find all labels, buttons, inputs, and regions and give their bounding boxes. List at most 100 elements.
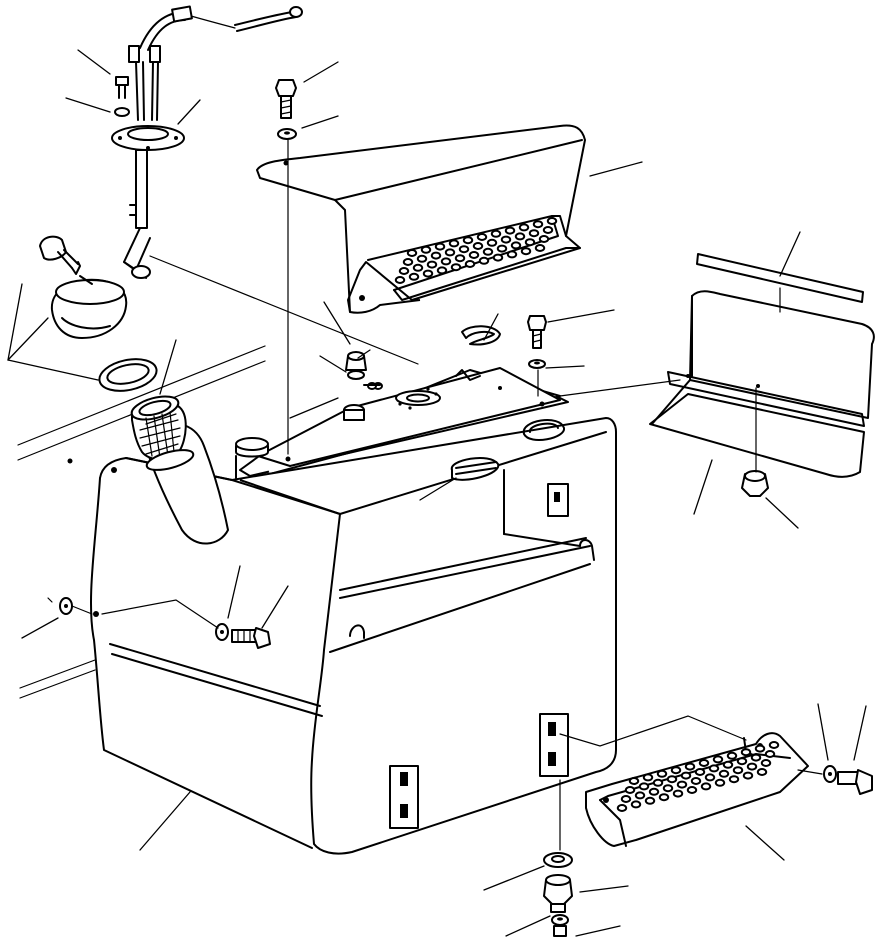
tread-hole [528, 229, 540, 238]
lower-step-tread-holes [616, 741, 780, 812]
tread-hole [408, 272, 420, 281]
filler-neck [130, 395, 229, 545]
tread-hole [422, 269, 434, 278]
tread-hole [690, 777, 702, 785]
tread-hole [412, 263, 424, 272]
filler-o-ring [98, 358, 158, 392]
hose-clip [461, 325, 501, 346]
tread-hole [430, 251, 442, 260]
tank-grommet [450, 457, 500, 481]
tread-hole [670, 766, 682, 775]
tread-hole [756, 768, 768, 776]
tread-hole [722, 760, 734, 769]
tread-hole [680, 771, 692, 780]
tread-hole [504, 226, 516, 235]
tread-hole [754, 744, 766, 753]
sender-screw [114, 76, 130, 117]
tread-hole [656, 769, 668, 778]
sender-wire [139, 5, 303, 51]
tread-hole [630, 800, 642, 809]
tread-hole [736, 757, 748, 766]
tread-hole [532, 220, 544, 229]
tread-hole [684, 762, 696, 771]
background-frame-lines [17, 345, 266, 699]
tread-hole [406, 249, 418, 257]
tread-hole [732, 766, 744, 775]
tread-hole [686, 786, 698, 794]
tread-hole [768, 741, 780, 749]
tread-hole [708, 764, 720, 773]
tread-hole [444, 248, 456, 257]
tread-hole [676, 780, 688, 789]
tread-hole [426, 260, 438, 269]
tread-hole [462, 236, 474, 245]
tread-hole [454, 254, 466, 263]
tread-hole [402, 258, 414, 266]
tread-hole [714, 778, 726, 787]
tread-hole [450, 263, 462, 272]
upper-step-bracket [256, 124, 586, 314]
tread-hole [472, 242, 484, 250]
tread-hole [440, 257, 452, 266]
tread-hole [434, 242, 446, 251]
tread-hole [616, 804, 628, 812]
fuel-tank-body [90, 417, 617, 855]
tread-hole [448, 239, 460, 248]
tread-hole [464, 260, 476, 268]
tread-hole [672, 789, 684, 798]
tread-hole [510, 241, 522, 250]
tread-hole [628, 777, 640, 785]
tread-hole [644, 796, 656, 805]
tread-hole [394, 276, 406, 284]
tread-hole [666, 775, 678, 784]
callout-leaders [7, 49, 867, 937]
assembly-centerlines [71, 139, 823, 851]
tread-hole [490, 229, 502, 238]
tread-hole [742, 771, 754, 780]
fuel-level-sender [111, 45, 185, 279]
tread-hole [524, 238, 536, 247]
tank-mount-plates [389, 483, 569, 829]
tread-hole [662, 784, 674, 793]
right-tank-bracket [649, 290, 875, 478]
tread-hole [518, 223, 530, 232]
tread-hole [638, 782, 650, 791]
tread-hole [420, 245, 432, 254]
tread-hole [700, 782, 712, 791]
tread-hole [520, 247, 532, 256]
side-bolt-and-washer [47, 597, 271, 649]
tread-hole [698, 759, 710, 767]
tread-hole [542, 226, 554, 234]
tread-hole [416, 254, 428, 263]
tread-hole [760, 759, 772, 767]
tread-hole [712, 755, 724, 764]
tread-hole [534, 244, 546, 252]
tread-hole [634, 791, 646, 800]
tread-hole [492, 253, 504, 262]
tread-hole [506, 250, 518, 259]
lower-step-bolt [823, 765, 873, 795]
tread-hole [514, 232, 526, 241]
tread-hole [436, 266, 448, 275]
tread-hole [726, 751, 738, 760]
drain-plug [543, 852, 573, 937]
tread-hole [642, 773, 654, 782]
bracket-nut [741, 470, 769, 497]
tread-hole [694, 768, 706, 776]
tread-hole [658, 793, 670, 802]
tread-hole [496, 244, 508, 253]
tread-hole [482, 247, 494, 256]
tread-hole [750, 753, 762, 762]
tread-hole [486, 238, 498, 247]
tread-hole [478, 256, 490, 265]
tank-top-plate [239, 367, 569, 477]
tread-hole [620, 795, 632, 803]
top-fittings [343, 351, 383, 421]
tread-hole [476, 233, 488, 241]
tread-hole [546, 217, 558, 225]
step-bolt-top [275, 79, 297, 140]
tread-hole [746, 762, 758, 771]
tread-hole [468, 251, 480, 259]
